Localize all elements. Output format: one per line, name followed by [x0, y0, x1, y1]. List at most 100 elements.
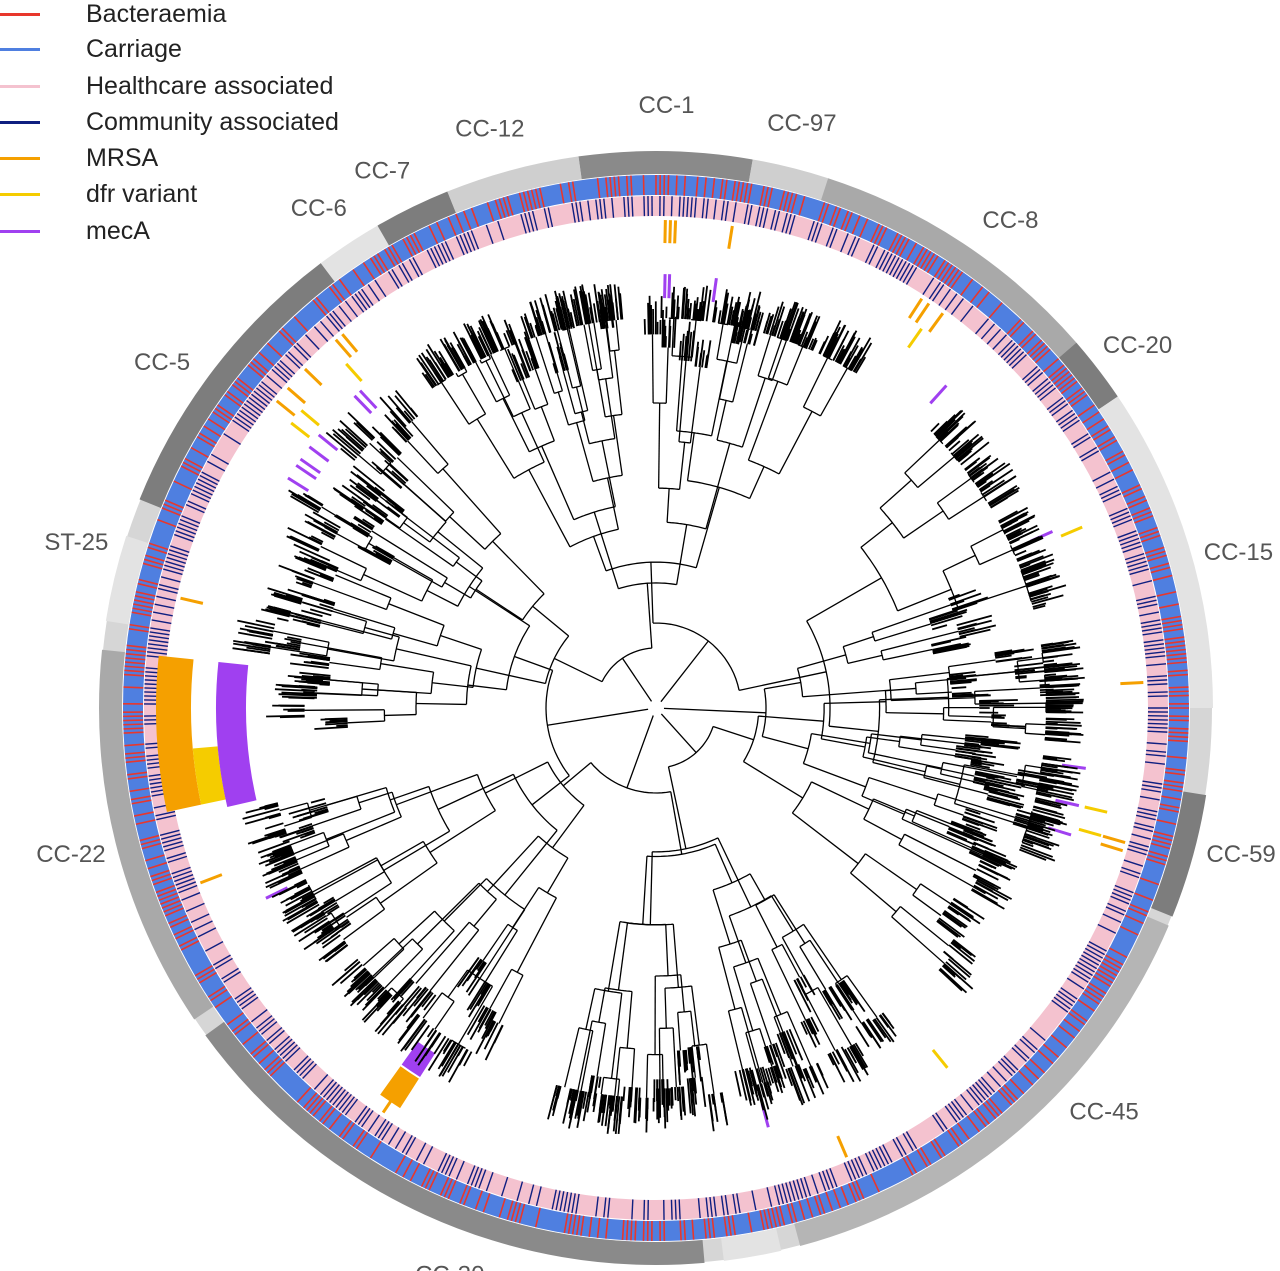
gene-tick [199, 873, 223, 885]
tree-branch [601, 440, 616, 507]
tree-branch [817, 987, 852, 1046]
setting-tick [516, 1181, 524, 1201]
tree-branch [803, 762, 866, 788]
tree-branch [874, 623, 931, 642]
tree-leaf [683, 1050, 687, 1072]
tree-leaf [255, 619, 276, 626]
tree-leaf [950, 680, 970, 684]
tree-leaf [630, 1087, 633, 1102]
tree-leaf [969, 850, 1002, 867]
source-tick [352, 269, 365, 287]
tree-branch [461, 373, 487, 415]
setting-tick [164, 564, 184, 572]
tree-leaf [1000, 512, 1026, 527]
tree-leaf [387, 395, 412, 423]
tree-branch [690, 1011, 696, 1047]
source-tick [821, 203, 830, 223]
tree-leaf [288, 696, 315, 700]
tree-branch [486, 835, 539, 892]
setting-tick [160, 576, 181, 583]
source-tick [1042, 358, 1060, 373]
tree-branch [440, 634, 482, 650]
tree-leaf [375, 552, 393, 563]
tree-arc [904, 472, 919, 488]
tree-leaf [958, 627, 975, 633]
tree-branch [866, 736, 900, 743]
source-tick [1042, 1043, 1060, 1058]
tree-leaf [1044, 673, 1057, 677]
tree-branch [943, 719, 992, 723]
tree-leaf [376, 994, 393, 1012]
tree-arc [592, 474, 623, 483]
tree-leaf [976, 478, 988, 487]
source-tick [711, 178, 716, 199]
source-tick [133, 811, 154, 817]
source-tick [840, 210, 850, 230]
setting-tick [367, 1114, 381, 1132]
tree-arc [761, 688, 767, 737]
tree-leaf [379, 396, 407, 428]
source-tick [278, 330, 294, 346]
tree-leaf [1039, 677, 1073, 682]
tree-leaf [1040, 641, 1069, 648]
setting-tick [201, 471, 220, 482]
tree-branch [363, 573, 423, 602]
source-tick [571, 181, 577, 202]
setting-tick [807, 220, 815, 241]
tree-arc [953, 764, 965, 804]
setting-tick [944, 293, 958, 311]
tree-leaf [275, 645, 300, 651]
tree-branch [613, 350, 623, 415]
tree-leaf [246, 642, 271, 648]
tree-branch [1025, 764, 1042, 769]
tree-leaf [359, 971, 370, 982]
setting-tick [847, 1160, 857, 1180]
setting-tick [878, 1146, 890, 1165]
tree-branch [672, 1027, 677, 1088]
tree-branch [898, 746, 972, 759]
source-tick [328, 1112, 343, 1130]
tree-leaf [503, 319, 516, 346]
source-tick [1146, 858, 1166, 866]
tree-leaf [973, 841, 1007, 858]
source-tick [950, 271, 964, 289]
setting-tick [864, 1152, 875, 1172]
tree-leaf [1026, 574, 1061, 588]
source-tick [142, 562, 163, 570]
tree-leaf [301, 892, 314, 900]
source-tick [675, 175, 678, 196]
source-tick [840, 1186, 850, 1206]
source-tick [926, 255, 939, 274]
tree-leaf [986, 798, 1011, 807]
tree-leaf [535, 309, 545, 335]
tree-leaf [261, 608, 290, 618]
setting-tick [850, 237, 860, 257]
source-tick [127, 771, 148, 776]
tree-leaf [1041, 646, 1081, 654]
source-tick [522, 191, 530, 212]
gene-tick [1084, 805, 1108, 814]
tree-leaf [421, 372, 434, 389]
setting-tick [319, 1079, 335, 1096]
tree-arc [668, 726, 714, 768]
tree-leaf [712, 1093, 719, 1123]
setting-tick [796, 1179, 804, 1199]
source-tick [936, 262, 950, 280]
tree-leaf [366, 984, 383, 1002]
source-tick [482, 1193, 491, 1213]
setting-tick [686, 196, 689, 218]
source-tick [1077, 404, 1095, 417]
tree-leaf [601, 302, 607, 322]
tree-leaf [793, 979, 812, 1013]
source-tick [596, 1217, 601, 1238]
tree-arc [791, 781, 812, 814]
source-tick [138, 578, 159, 586]
setting-tick [1092, 471, 1111, 482]
tree-branch [921, 733, 966, 740]
setting-tick [1131, 833, 1152, 840]
tree-leaf [265, 608, 291, 617]
source-tick [1021, 333, 1037, 349]
tree-branch [903, 510, 944, 539]
tree-leaf [298, 810, 329, 822]
tree-branch [745, 1032, 757, 1070]
